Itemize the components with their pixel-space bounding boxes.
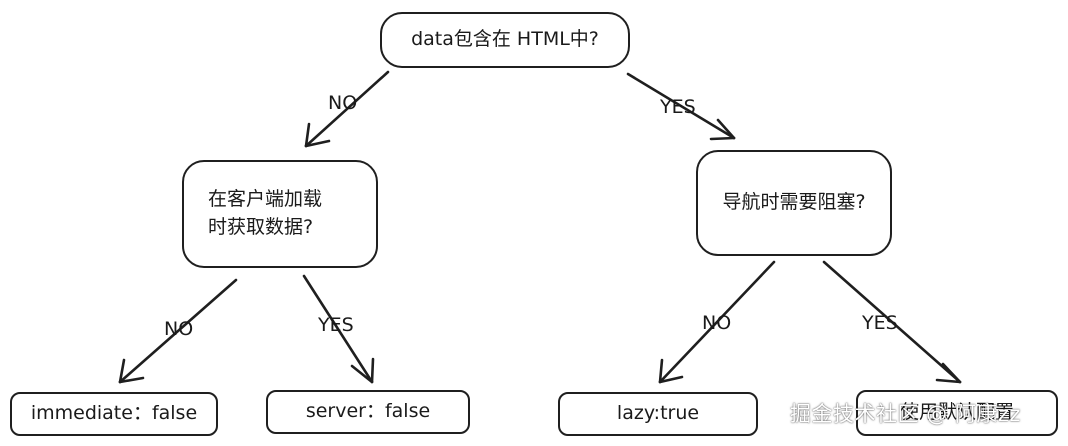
leaf-node-immediate-false-label: immediate：false <box>30 402 198 425</box>
edge-nav-to-lazy <box>658 260 776 384</box>
edge-label-root-yes: YES <box>660 96 696 118</box>
edge-client-to-server <box>302 274 375 384</box>
edge-client-to-immediate <box>118 278 238 384</box>
edge-label-client-yes: YES <box>318 314 354 336</box>
edge-label-nav-no: NO <box>702 312 732 334</box>
leaf-node-server-false: server：false <box>266 390 470 434</box>
decision-node-client-fetch-line-2: 时获取数据? <box>208 216 314 238</box>
edge-label-nav-yes: YES <box>862 312 898 334</box>
decision-node-nav-block-label: 导航时需要阻塞? <box>722 191 866 214</box>
leaf-node-default-config: 使用默认配置 <box>856 390 1058 436</box>
watermark: 掘金技术社区 @ 阿康zz <box>790 402 1021 426</box>
edge-label-root-no: NO <box>328 92 358 114</box>
decision-node-data-in-html-label: data包含在 HTML中? <box>411 28 599 51</box>
leaf-node-immediate-false: immediate：false <box>10 392 218 436</box>
leaf-node-lazy-true: lazy:true <box>558 392 758 436</box>
leaf-node-lazy-true-label: lazy:true <box>616 402 700 425</box>
edge-nav-to-default <box>822 260 962 384</box>
decision-node-client-fetch-line-1: 在客户端加载 <box>208 188 323 211</box>
edge-label-client-no: NO <box>164 318 194 340</box>
decision-node-nav-block: 导航时需要阻塞? <box>696 150 892 256</box>
leaf-node-default-config-label: 使用默认配置 <box>899 401 1014 424</box>
leaf-node-server-false-label: server：false <box>305 400 431 423</box>
edge-root-to-client <box>304 70 390 148</box>
edge-root-to-nav <box>626 72 736 141</box>
decision-node-data-in-html: data包含在 HTML中? <box>380 12 630 68</box>
decision-node-client-fetch: 在客户端加载 时获取数据? <box>182 160 378 268</box>
